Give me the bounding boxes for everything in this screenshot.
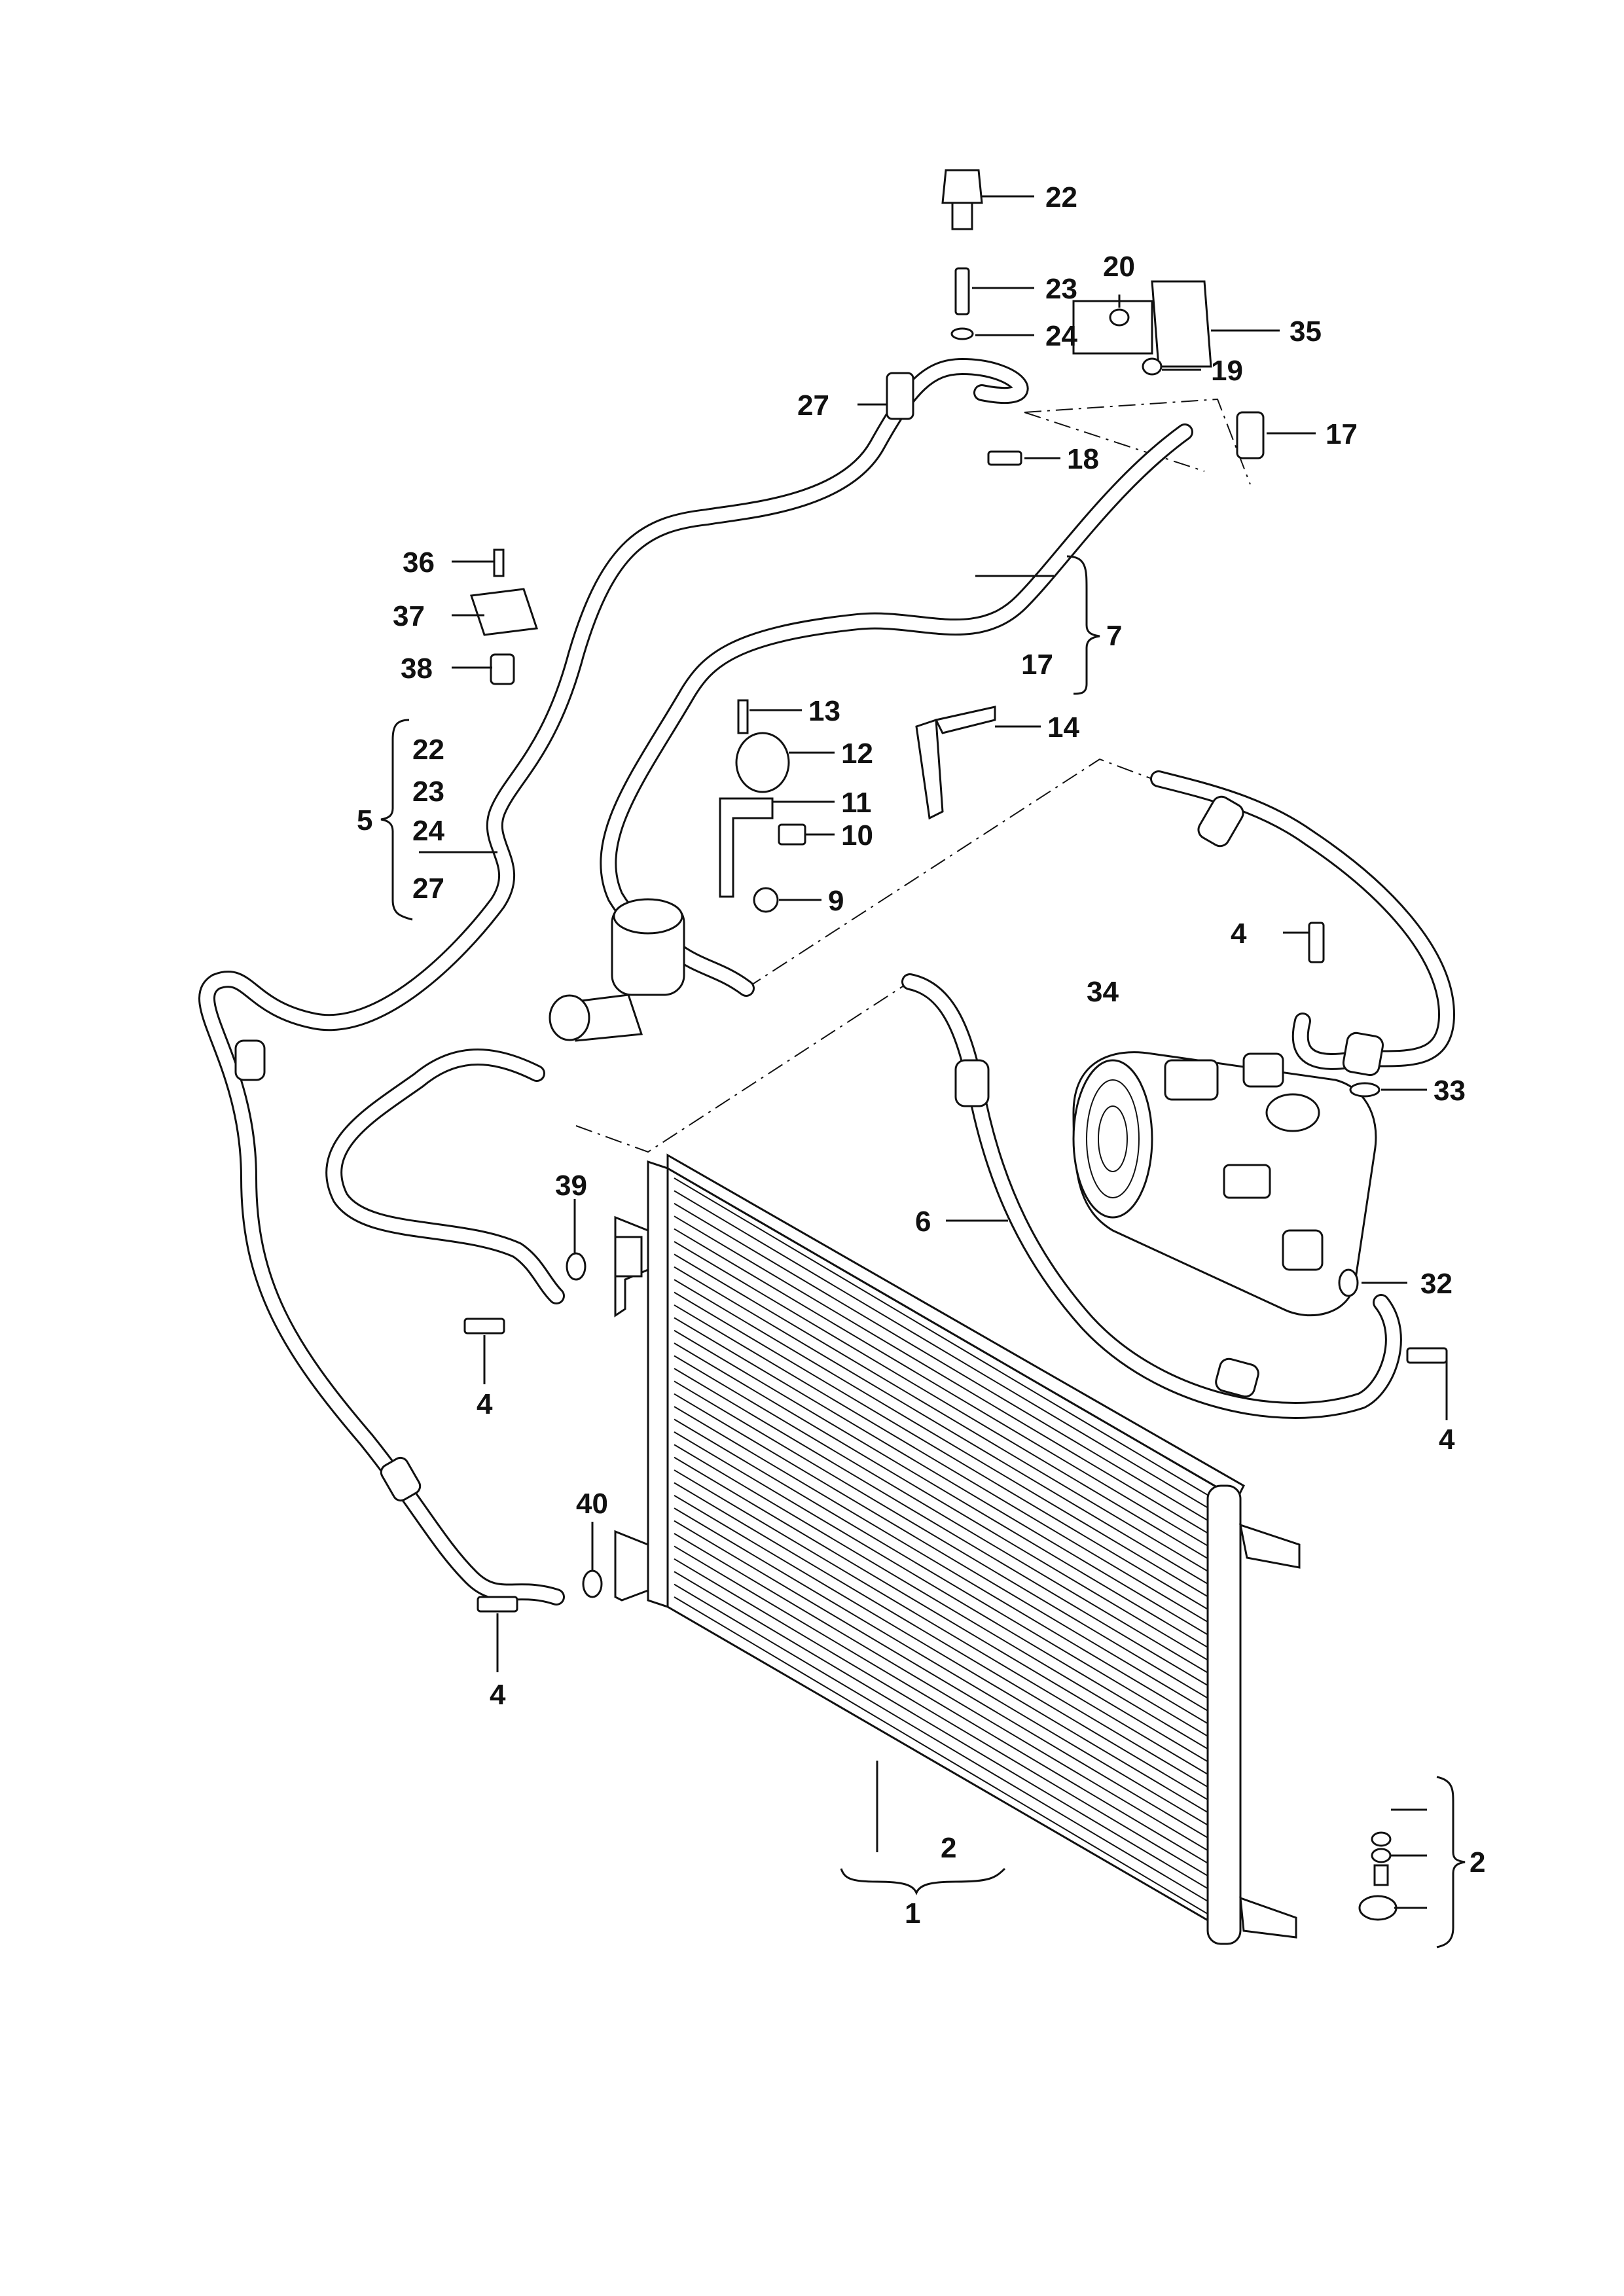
callout-11: 11	[841, 787, 872, 819]
callout-7: 7	[1106, 620, 1122, 652]
callout-17: 17	[1326, 418, 1358, 450]
callout-40: 40	[576, 1488, 608, 1520]
condenser-fin	[674, 1533, 1231, 1865]
condenser	[614, 1153, 1301, 1945]
condenser-fin	[674, 1444, 1231, 1776]
callout-4-right: 4	[1439, 1424, 1455, 1456]
condenser-fin	[674, 1596, 1231, 1928]
callout-18: 18	[1067, 443, 1099, 475]
condenser-fin	[674, 1329, 1231, 1662]
condenser-fin	[674, 1431, 1231, 1763]
callout-32: 32	[1420, 1268, 1453, 1300]
callout-33: 33	[1434, 1075, 1466, 1107]
callout-27-sub: 27	[412, 872, 444, 905]
condenser-fin	[674, 1253, 1231, 1586]
condenser-fin	[674, 1279, 1231, 1611]
condenser-fin	[674, 1368, 1231, 1700]
condenser-fin	[674, 1355, 1231, 1687]
condenser-fin	[674, 1393, 1231, 1725]
condenser-fin	[674, 1177, 1231, 1509]
callout-20: 20	[1103, 251, 1135, 283]
callout-34: 34	[1087, 976, 1119, 1008]
callout-6: 6	[915, 1206, 931, 1238]
small-parts	[463, 169, 1448, 1921]
compressor	[1072, 1051, 1377, 1317]
callout-5: 5	[357, 804, 372, 836]
condenser-fin	[674, 1190, 1231, 1522]
condenser-fin	[674, 1406, 1231, 1738]
condenser-fin	[674, 1317, 1231, 1649]
condenser-fin	[674, 1558, 1231, 1890]
callout-1: 1	[905, 1897, 920, 1929]
callout-37: 37	[393, 600, 425, 632]
callout-23: 23	[1045, 273, 1077, 305]
callout-10: 10	[841, 819, 873, 852]
callout-labels: 22 23 24 20 35 19 27 17 18 36 37 38 7 17…	[357, 181, 1485, 1929]
callout-13: 13	[808, 695, 840, 727]
condenser-fin	[674, 1583, 1231, 1916]
condenser-fin	[674, 1507, 1231, 1840]
callout-27: 27	[797, 389, 829, 422]
condenser-fin	[674, 1456, 1231, 1789]
callout-4-bottom: 4	[490, 1679, 506, 1711]
callout-22: 22	[1045, 181, 1077, 213]
callout-38: 38	[401, 653, 433, 685]
condenser-fin	[674, 1545, 1231, 1878]
condenser-fin	[674, 1520, 1231, 1852]
condenser-fin	[674, 1266, 1231, 1598]
callout-2-condenser: 2	[941, 1832, 956, 1864]
callout-14: 14	[1047, 711, 1079, 744]
condenser-fin	[674, 1571, 1231, 1903]
callout-12: 12	[841, 738, 873, 770]
callout-35: 35	[1290, 315, 1322, 348]
callout-23-sub: 23	[412, 776, 444, 808]
condenser-fin	[674, 1418, 1231, 1751]
callout-22-sub: 22	[412, 734, 444, 766]
callout-24-sub: 24	[412, 815, 444, 847]
condenser-fin	[674, 1482, 1231, 1814]
callout-9: 9	[828, 885, 844, 917]
accumulator	[549, 898, 685, 1042]
condenser-fin	[674, 1228, 1231, 1560]
condenser-fin	[674, 1342, 1231, 1674]
condenser-fin	[674, 1291, 1231, 1624]
leader-lines	[380, 195, 1466, 1948]
callout-19: 19	[1211, 355, 1243, 387]
callout-4-top: 4	[1231, 918, 1247, 950]
condenser-fin	[674, 1202, 1231, 1535]
callout-39: 39	[555, 1170, 587, 1202]
reference-lines	[575, 398, 1251, 1153]
callout-24: 24	[1045, 320, 1077, 352]
condenser-fin	[674, 1494, 1231, 1827]
callout-4-left: 4	[477, 1388, 493, 1420]
callout-17-sub: 17	[1021, 649, 1053, 681]
condenser-fin	[674, 1304, 1231, 1636]
callout-36: 36	[403, 547, 435, 579]
condenser-fin	[674, 1469, 1231, 1801]
condenser-fin	[674, 1241, 1231, 1573]
callout-2-drier: 2	[1470, 1846, 1485, 1878]
condenser-fin	[674, 1215, 1231, 1548]
condenser-fin	[674, 1380, 1231, 1713]
